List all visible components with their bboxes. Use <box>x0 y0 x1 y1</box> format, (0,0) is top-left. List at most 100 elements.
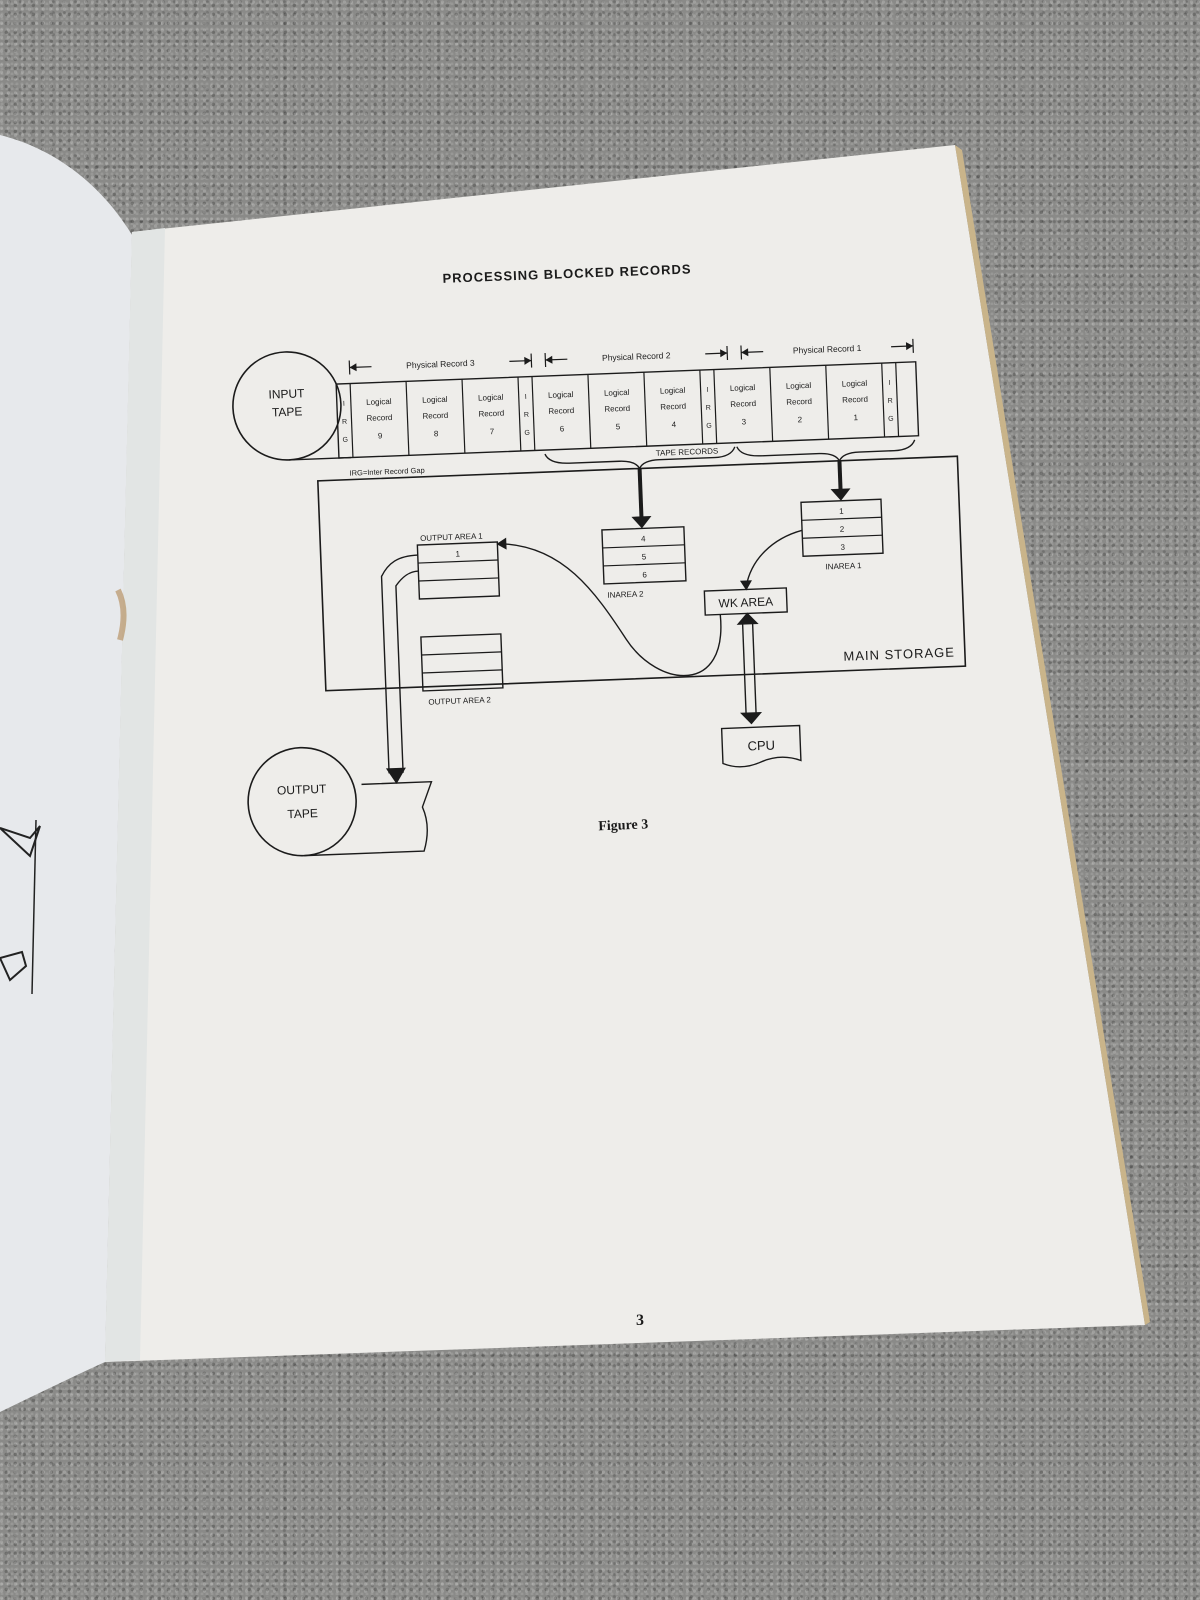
logical-record-number: 8 <box>434 429 439 438</box>
logical-record-word: Record <box>660 402 686 412</box>
inter-record-gap: I R G <box>888 380 894 423</box>
inter-record-gap: I R G <box>706 387 712 430</box>
arrow-left-icon <box>741 348 749 357</box>
logical-record-number: 7 <box>490 427 495 436</box>
physical-record-span: Physical Record 3 <box>348 353 533 375</box>
arrow-down-icon <box>830 488 851 501</box>
arrow-down-icon <box>739 580 752 591</box>
inarea-1: 1 2 3 INAREA 1 <box>800 498 884 571</box>
logical-record-number: 5 <box>616 422 621 431</box>
tape-divider <box>517 377 522 452</box>
logical-record-word: Record <box>548 406 574 416</box>
cpu-box <box>720 724 802 768</box>
irg-letter: I <box>707 387 709 394</box>
logical-record-word: Logical <box>478 393 504 403</box>
tape-divider <box>881 363 886 438</box>
logical-record-word: Logical <box>730 383 756 393</box>
arrow-left-icon <box>545 355 553 364</box>
arrow-left-icon <box>349 363 357 372</box>
output-area-1-row: 1 <box>455 549 460 558</box>
main-storage-label: MAIN STORAGE <box>843 645 955 664</box>
tape-divider <box>349 383 354 458</box>
left-page-arrow-icon <box>0 825 41 858</box>
output-tape-label-1: OUTPUT <box>277 782 328 798</box>
arrow-down-icon <box>631 516 652 529</box>
left-page <box>0 135 132 1412</box>
tape-divider <box>825 365 830 440</box>
logical-record-number: 6 <box>560 424 565 433</box>
input-tape-strip <box>335 361 920 459</box>
output-area-2: OUTPUT AREA 2 <box>420 633 504 707</box>
logical-record-word: Logical <box>660 386 686 396</box>
tape-cells: IRGLogicalRecord9LogicalRecord8LogicalRe… <box>342 362 900 458</box>
irg-letter: G <box>342 437 348 444</box>
inarea-1-row: 2 <box>840 525 845 534</box>
irg-letter: G <box>888 416 894 423</box>
input-tape-label-1: INPUT <box>268 386 305 401</box>
page-number: 3 <box>636 1312 644 1329</box>
physical-record-label: Physical Record 3 <box>406 358 475 371</box>
logical-record-word: Record <box>730 399 756 409</box>
irg-letter: I <box>888 380 890 387</box>
arrow-right-icon <box>720 349 728 358</box>
inarea-1-row: 3 <box>840 543 845 552</box>
physical-record-span: Physical Record 1 <box>740 338 914 360</box>
logical-record-word: Logical <box>366 397 392 407</box>
logical-record-number: 3 <box>741 417 746 426</box>
tape-divider <box>713 369 718 444</box>
irg-letter: R <box>342 419 347 426</box>
arrow-down-icon <box>740 711 763 725</box>
physical-record-label: Physical Record 2 <box>602 350 671 363</box>
tape-divider <box>531 376 536 451</box>
irg-note: IRG=Inter Record Gap <box>349 466 425 478</box>
arrow-right-icon <box>905 342 914 351</box>
inarea-2-row: 4 <box>641 534 646 543</box>
arrow-right-icon <box>524 356 532 365</box>
output-area-1: OUTPUT AREA 1 1 <box>416 532 501 600</box>
logical-record-word: Record <box>842 395 868 405</box>
physical-record-span: Physical Record 2 <box>544 346 729 368</box>
arrow-down-icon <box>385 767 406 785</box>
logical-record-word: Logical <box>786 381 812 391</box>
logical-record-number: 4 <box>672 420 677 429</box>
irg-letter: G <box>706 423 712 430</box>
inarea-1-label: INAREA 1 <box>825 561 862 571</box>
irg-letter: R <box>888 398 893 405</box>
physical-record-spans: Physical Record 3 Physical Record 2 Physic… <box>348 338 914 375</box>
left-page-arrow-icon <box>0 950 28 982</box>
tape-divider <box>699 370 704 445</box>
cpu-label: CPU <box>747 737 775 753</box>
tape-records-label: TAPE RECORDS <box>656 446 719 457</box>
input-tape-label-2: TAPE <box>272 404 303 419</box>
logical-record-word: Record <box>422 411 448 421</box>
irg-letter: I <box>343 401 345 408</box>
logical-record-word: Logical <box>422 395 448 405</box>
tape-divider <box>769 367 774 442</box>
wk-area-label: WK AREA <box>718 594 773 610</box>
tape-divider <box>461 379 466 454</box>
inarea-2-row: 6 <box>642 570 647 579</box>
wk-area-box <box>703 587 788 616</box>
irg-letter: R <box>706 405 711 412</box>
physical-record-label: Physical Record 1 <box>793 343 862 356</box>
output-area-2-label: OUTPUT AREA 2 <box>428 695 491 706</box>
inarea-2-label: INAREA 2 <box>607 589 644 599</box>
inter-record-gap: IRG <box>524 394 530 437</box>
tape-divider <box>405 381 410 456</box>
output-tape-label-2: TAPE <box>287 806 318 821</box>
logical-record-word: Logical <box>548 390 574 400</box>
logical-record-word: Record <box>604 404 630 414</box>
logical-record-word: Record <box>786 397 812 407</box>
inarea-2: 4 5 6 INAREA 2 <box>601 526 687 600</box>
irg-letter: R <box>524 412 529 419</box>
output-area-1-label: OUTPUT AREA 1 <box>420 532 483 543</box>
document-page <box>105 145 1145 1362</box>
logical-record-word: Logical <box>842 379 868 389</box>
irg-letter: G <box>524 430 530 437</box>
tape-divider <box>643 372 648 447</box>
arrow-up-icon <box>736 612 759 625</box>
logical-record-number: 9 <box>378 431 383 440</box>
inarea-2-row: 5 <box>642 552 647 561</box>
logical-record-word: Record <box>366 413 392 423</box>
